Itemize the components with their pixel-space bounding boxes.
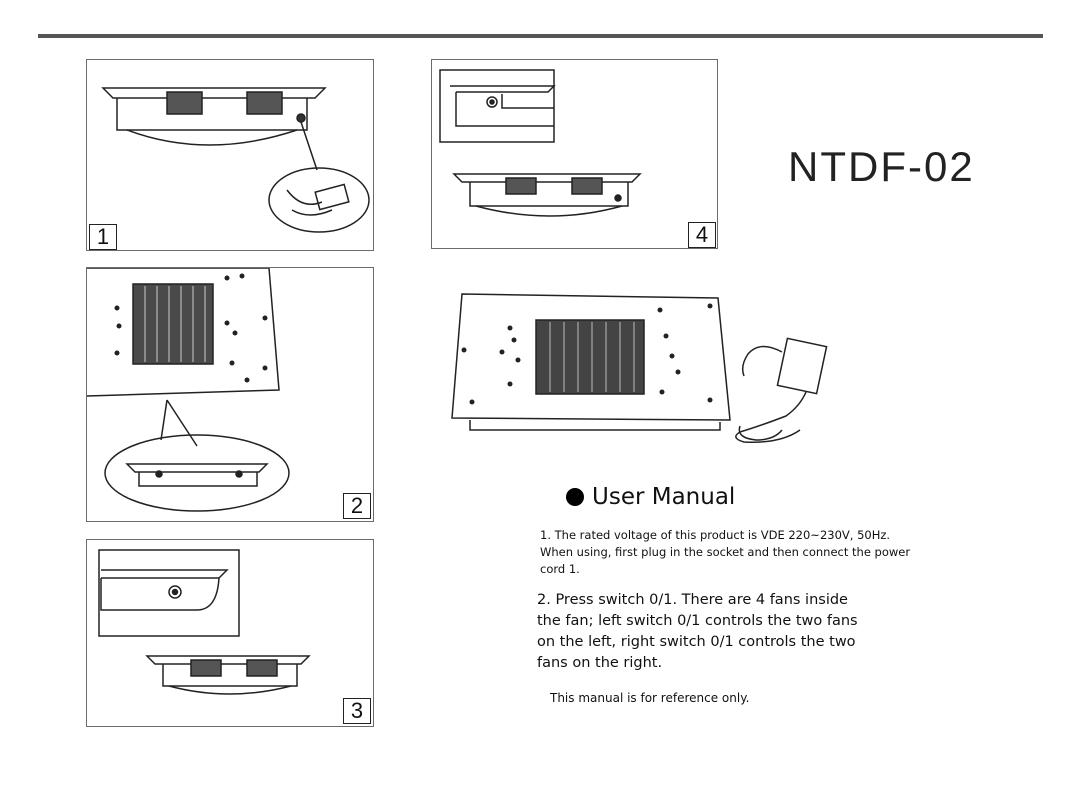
fan-switch-closeup-illustration (98, 549, 311, 695)
step-number: 3 (343, 698, 371, 724)
top-rule (38, 34, 1043, 38)
manual-note-3: This manual is for reference only. (550, 691, 750, 705)
manual-note-1: 1. The rated voltage of this product is … (540, 528, 911, 576)
model-number: NTDF-02 (788, 143, 975, 190)
manual-note-2: 2. Press switch 0/1. There are 4 fans in… (537, 592, 858, 671)
step-4-panel: 4 (431, 59, 718, 249)
step-3-panel: 3 (86, 539, 374, 727)
heading-text: User Manual (592, 484, 736, 510)
bullet-icon (566, 488, 584, 506)
step-number: 1 (89, 224, 117, 250)
step-number: 2 (343, 493, 371, 519)
fan-switch-closeup-alt-illustration (439, 69, 642, 217)
fan-mounting-holes-closeup-illustration (87, 268, 290, 512)
step-1-panel: 1 (86, 59, 374, 251)
step-number: 4 (688, 222, 716, 248)
fan-unit-hero (440, 280, 840, 454)
fan-unit-with-adapter-illustration (451, 293, 828, 443)
step-2-panel: 2 (86, 267, 374, 522)
fan-with-power-adapter-illustration (101, 87, 370, 233)
user-manual-heading: User Manual (566, 484, 735, 510)
